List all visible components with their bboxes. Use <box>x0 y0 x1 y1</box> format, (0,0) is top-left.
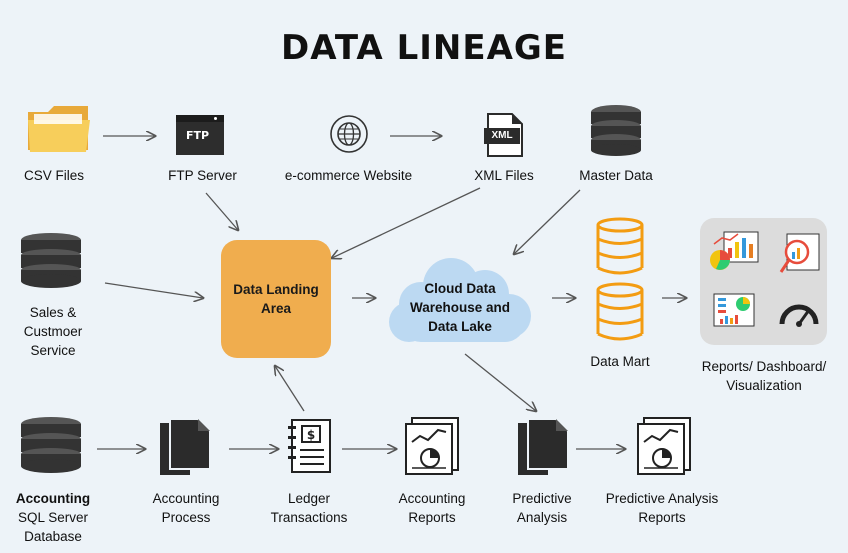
ledger-line2: Transactions <box>270 510 348 525</box>
predictive-reports-label: Predictive Analysis Reports <box>596 489 728 527</box>
documents-icon <box>518 418 569 475</box>
ftp-server-icon: FTP <box>176 115 224 155</box>
accounting-process-line1: Accounting <box>152 491 220 506</box>
xml-icon-text: XML <box>491 130 513 141</box>
sales-service-label: Sales & Custmoer Service <box>10 303 96 360</box>
database-icon <box>21 233 81 288</box>
database-icon <box>21 417 81 473</box>
ftp-server-label: FTP Server <box>168 168 237 183</box>
predictive-reports-line2: Reports <box>638 510 686 525</box>
gauge-icon <box>779 304 819 327</box>
reports-line1: Reports/ Dashboard/ <box>701 359 827 374</box>
data-landing-line1: Data Landing <box>233 282 319 297</box>
cloud-icon <box>389 258 531 342</box>
globe-icon <box>330 115 368 153</box>
predictive-analysis-label: Predictive Analysis <box>496 489 588 527</box>
report-icon <box>405 417 459 475</box>
accounting-reports-label: Accounting Reports <box>384 489 480 527</box>
master-data-label: Master Data <box>579 168 653 183</box>
ledger-transactions-label: Ledger Transactions <box>262 489 356 527</box>
arrow-ftp-landing <box>205 192 238 230</box>
accounting-process-label: Accounting Process <box>140 489 232 527</box>
predictive-line1: Predictive <box>512 491 572 506</box>
ftp-icon-text: FTP <box>186 129 210 142</box>
accounting-reports-line2: Reports <box>408 510 456 525</box>
ecommerce-website-label: e-commerce Website <box>284 168 413 183</box>
page-title: DATA LINEAGE <box>280 28 568 68</box>
sales-service-line2: Custmoer <box>23 324 83 339</box>
accounting-db-line2: SQL Server <box>17 510 89 525</box>
arrow-ledger-landing <box>275 366 305 412</box>
accounting-db-label: Accounting SQL Server Database <box>6 489 100 546</box>
svg-text:$: $ <box>307 428 315 442</box>
cloud-warehouse-label: Cloud Data Warehouse and Data Lake <box>395 279 525 336</box>
documents-icon <box>160 418 211 475</box>
reports-dashboard-label: Reports/ Dashboard/ Visualization <box>690 357 838 395</box>
arrow-sales-landing <box>104 282 203 298</box>
cloud-line2: Warehouse and <box>409 300 511 315</box>
arrow-xml-landing <box>332 187 481 258</box>
sales-service-line1: Sales & <box>29 305 77 320</box>
folder-icon <box>28 106 90 152</box>
ledger-line1: Ledger <box>287 491 331 506</box>
accounting-db-line1: Accounting <box>15 491 91 506</box>
accounting-db-line3: Database <box>24 529 82 544</box>
xml-files-label: XML Files <box>474 168 534 183</box>
magnifier-chart-icon <box>779 233 820 273</box>
chart-dashboard-icon <box>710 231 759 270</box>
predictive-reports-line1: Predictive Analysis <box>605 491 719 506</box>
report-icon <box>637 417 691 475</box>
ledger-icon: $ <box>288 419 331 473</box>
accounting-reports-line1: Accounting <box>398 491 466 506</box>
data-mart-icon <box>596 217 644 341</box>
reports-line2: Visualization <box>726 378 802 393</box>
cloud-line3: Data Lake <box>428 319 492 334</box>
predictive-line2: Analysis <box>516 510 568 525</box>
database-icon <box>591 105 641 156</box>
report-sheet-icon <box>713 293 755 327</box>
data-landing-area: Data Landing Area <box>221 240 331 358</box>
accounting-process-line2: Process <box>161 510 211 525</box>
arrow-master-cloud <box>514 189 581 254</box>
csv-files-label: CSV Files <box>23 168 84 183</box>
sales-service-line3: Service <box>30 343 76 358</box>
arrow-cloud-predictive <box>464 353 536 411</box>
cloud-line1: Cloud Data <box>424 281 496 296</box>
data-landing-line2: Area <box>260 301 291 316</box>
data-mart-label: Data Mart <box>590 354 650 369</box>
xml-file-icon <box>484 113 523 157</box>
